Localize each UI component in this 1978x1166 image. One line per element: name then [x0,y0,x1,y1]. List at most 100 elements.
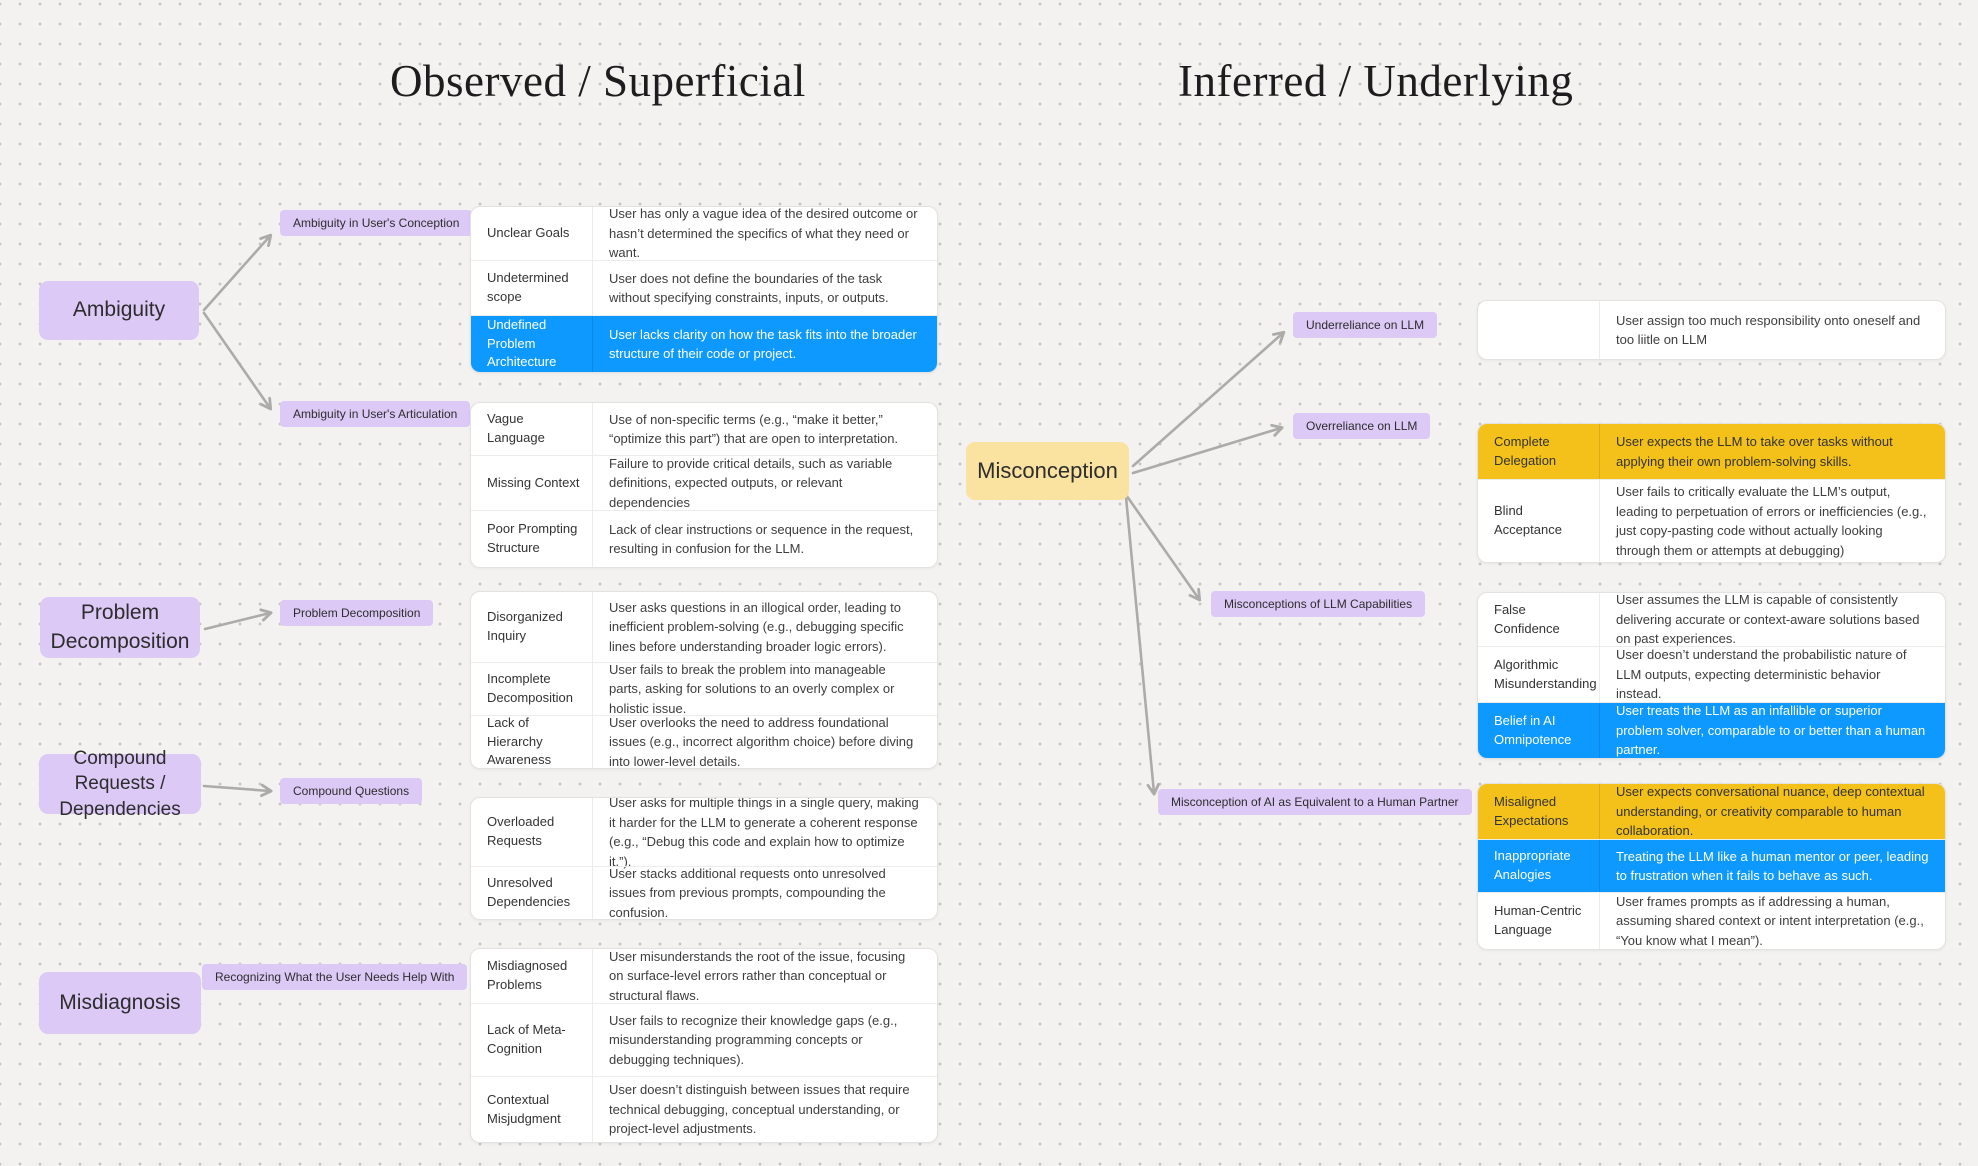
table-row[interactable]: False Confidence User assumes the LLM is… [1478,593,1945,646]
desc-cell: User fails to critically evaluate the LL… [1616,484,1927,558]
desc-cell: User asks for multiple things in a singl… [609,797,919,869]
table-row[interactable]: User assign too much responsibility onto… [1478,301,1945,359]
desc-cell: User stacks additional requests onto unr… [609,865,886,920]
section-title-observed: Observed / Superficial [390,56,806,106]
term-cell: Inappropriate Analogies [1478,840,1600,892]
term-cell: Missing Context [471,456,593,510]
desc-cell: User asks questions in an illogical orde… [609,599,904,654]
table-misdiagnosis: Misdiagnosed Problems User misunderstand… [470,948,938,1143]
label-ambiguity-conception[interactable]: Ambiguity in User's Conception [280,210,473,236]
desc-cell: User does not define the boundaries of t… [609,270,889,306]
node-compound-requests[interactable]: Compound Requests / Dependencies [39,748,201,820]
term-cell: False Confidence [1478,593,1600,646]
node-label: Compound Requests / Dependencies [59,747,181,820]
desc-cell: Treating the LLM like a human mentor or … [1616,848,1929,884]
label-ambiguity-articulation[interactable]: Ambiguity in User's Articulation [280,401,471,427]
table-row[interactable]: Lack of Hierarchy Awareness User overloo… [471,715,937,768]
node-problem-decomposition[interactable]: Problem Decomposition [40,597,200,658]
table-row[interactable]: Misdiagnosed Problems User misunderstand… [471,949,937,1003]
table-row-highlight-yellow[interactable]: Misaligned Expectations User expects con… [1478,784,1945,839]
table-row[interactable]: Vague Language Use of non-specific terms… [471,403,937,455]
node-misdiagnosis[interactable]: Misdiagnosis [39,972,201,1034]
table-row[interactable]: Lack of Meta-Cognition User fails to rec… [471,1003,937,1076]
term-cell: Disorganized Inquiry [471,592,593,662]
label-compound-questions[interactable]: Compound Questions [280,778,423,804]
table-row[interactable]: Disorganized Inquiry User asks questions… [471,592,937,662]
node-label: Problem Decomposition [50,601,190,653]
label-underreliance[interactable]: Underreliance on LLM [1293,312,1438,338]
term-cell: Undetermined scope [471,261,593,315]
node-label: Misdiagnosis [59,990,181,1014]
desc-cell: User assign too much responsibility onto… [1616,312,1921,348]
table-problem-decomposition: Disorganized Inquiry User asks questions… [470,591,938,769]
table-row-highlight-blue[interactable]: Inappropriate Analogies Treating the LLM… [1478,839,1945,892]
table-row-highlight-blue[interactable]: Belief in AI Omnipotence User treats the… [1478,702,1945,758]
desc-cell: User doesn’t understand the probabilisti… [1616,647,1907,702]
desc-cell: User doesn’t distinguish between issues … [609,1082,910,1137]
table-row[interactable]: Missing Context Failure to provide criti… [471,455,937,510]
table-llm-capabilities: False Confidence User assumes the LLM is… [1477,592,1946,759]
desc-cell: User fails to break the problem into man… [609,661,895,716]
desc-cell: User treats the LLM as an infallible or … [1616,703,1926,758]
desc-cell: User fails to recognize their knowledge … [609,1012,898,1067]
term-cell: Lack of Hierarchy Awareness [471,715,593,768]
term-cell: Human-Centric Language [1478,893,1600,949]
table-human-partner: Misaligned Expectations User expects con… [1477,783,1946,950]
desc-cell: User expects conversational nuance, deep… [1616,784,1925,839]
desc-cell: User lacks clarity on how the task fits … [609,326,917,362]
label-llm-capabilities[interactable]: Misconceptions of LLM Capabilities [1211,591,1426,617]
label-overreliance[interactable]: Overreliance on LLM [1293,413,1431,439]
term-cell: Poor Prompting Structure [471,511,593,567]
table-overreliance: Complete Delegation User expects the LLM… [1477,423,1946,563]
term-cell: Unresolved Dependencies [471,867,593,919]
term-cell: Misaligned Expectations [1478,784,1600,839]
term-cell: Overloaded Requests [471,798,593,866]
table-row[interactable]: Unclear Goals User has only a vague idea… [471,207,937,260]
table-row[interactable]: Overloaded Requests User asks for multip… [471,797,937,869]
node-ambiguity[interactable]: Ambiguity [39,281,199,340]
table-row-highlight-blue[interactable]: Undefined Problem Architecture User lack… [471,315,937,372]
term-cell [1478,301,1600,359]
node-label: Misconception [977,458,1118,484]
term-cell: Undefined Problem Architecture [471,316,593,372]
label-recognizing-needs[interactable]: Recognizing What the User Needs Help Wit… [202,964,468,990]
label-problem-decomposition[interactable]: Problem Decomposition [280,600,434,626]
label-human-partner[interactable]: Misconception of AI as Equivalent to a H… [1158,789,1472,815]
table-row[interactable]: Human-Centric Language User frames promp… [1478,892,1945,949]
table-row[interactable]: Unresolved Dependencies User stacks addi… [471,866,937,919]
desc-cell: User assumes the LLM is capable of consi… [1616,592,1920,647]
node-misconception[interactable]: Misconception [966,442,1129,500]
table-underreliance: User assign too much responsibility onto… [1477,300,1946,360]
node-label: Ambiguity [72,298,166,322]
term-cell: Lack of Meta-Cognition [471,1004,593,1076]
term-cell: Misdiagnosed Problems [471,949,593,1003]
desc-cell: Lack of clear instructions or sequence i… [609,521,914,557]
term-cell: Unclear Goals [471,207,593,260]
table-row[interactable]: Undetermined scope User does not define … [471,260,937,315]
term-cell: Incomplete Decomposition [471,663,593,715]
term-cell: Blind Acceptance [1478,480,1600,562]
table-row[interactable]: Algorithmic Misunderstanding User doesn’… [1478,646,1945,702]
table-row[interactable]: Contextual Misjudgment User doesn’t dist… [471,1076,937,1142]
table-row[interactable]: Poor Prompting Structure Lack of clear i… [471,510,937,567]
desc-cell: User has only a vague idea of the desire… [609,206,918,261]
table-ambiguity-conception: Unclear Goals User has only a vague idea… [470,206,938,373]
desc-cell: User expects the LLM to take over tasks … [1616,434,1893,469]
table-row-highlight-yellow[interactable]: Complete Delegation User expects the LLM… [1478,424,1945,479]
table-ambiguity-articulation: Vague Language Use of non-specific terms… [470,402,938,568]
table-row[interactable]: Blind Acceptance User fails to criticall… [1478,479,1945,562]
term-cell: Algorithmic Misunderstanding [1478,647,1600,702]
desc-cell: User misunderstands the root of the issu… [609,948,906,1003]
term-cell: Contextual Misjudgment [471,1077,593,1142]
table-row[interactable]: Incomplete Decomposition User fails to b… [471,661,937,716]
term-cell: Complete Delegation [1478,424,1600,479]
table-compound-questions: Overloaded Requests User asks for multip… [470,797,938,920]
term-cell: Belief in AI Omnipotence [1478,703,1600,758]
desc-cell: Use of non-specific terms (e.g., “make i… [609,411,899,447]
desc-cell: Failure to provide critical details, suc… [609,455,893,510]
desc-cell: User frames prompts as if addressing a h… [1616,893,1924,948]
section-title-inferred: Inferred / Underlying [1178,56,1574,106]
term-cell: Vague Language [471,403,593,455]
